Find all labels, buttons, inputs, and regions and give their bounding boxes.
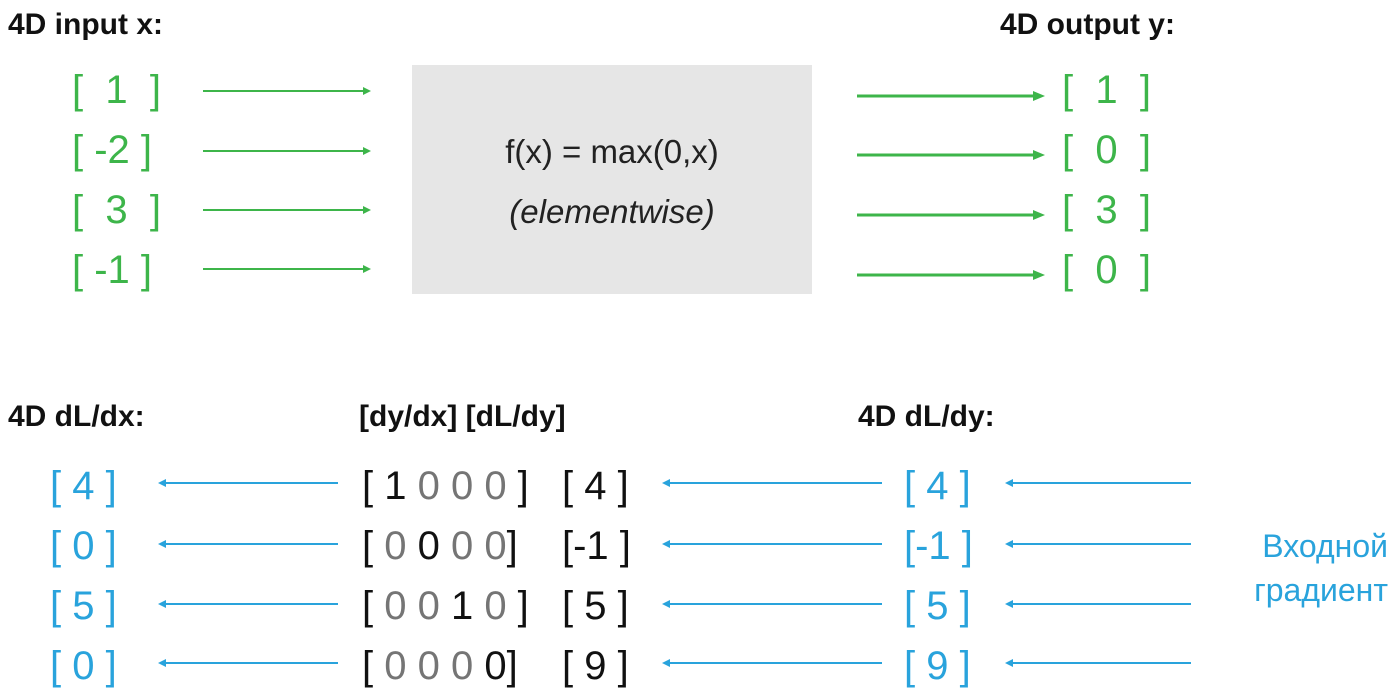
jacobian-row: [ 0 0 0 0]	[362, 646, 518, 686]
input-value: [ 3 ]	[72, 188, 161, 232]
dx-value: [ 5 ]	[50, 584, 117, 628]
open-bracket: [	[362, 464, 385, 508]
dy-value: [ 4 ]	[904, 464, 971, 508]
jacobian-heading: [dy/dx] [dL/dy]	[359, 400, 566, 433]
jacobian-row: [ 0 0 0 0]	[362, 526, 518, 566]
backward-arrow	[158, 540, 338, 548]
function-label: f(x) = max(0,x)	[505, 133, 719, 170]
jacobian-cell-active: 0	[417, 524, 451, 568]
dx-value: [ 0 ]	[50, 644, 117, 688]
dx-value: [ 4 ]	[50, 464, 117, 508]
jacobian-cell-active: 1	[450, 584, 485, 628]
upstream-arrow	[1005, 479, 1191, 487]
dy-value: [ 9 ]	[904, 644, 971, 688]
upstream-arrow	[1005, 540, 1191, 548]
input-value: [ -2 ]	[72, 128, 153, 172]
dy-value: [-1 ]	[904, 524, 973, 568]
forward-arrow	[857, 270, 1045, 280]
function-note: (elementwise)	[509, 193, 715, 230]
dy-value: [ 5 ]	[904, 584, 971, 628]
upstream-gradient-label-line1: Входной	[1262, 528, 1388, 564]
backward-arrow	[662, 540, 882, 548]
open-bracket: [	[362, 644, 385, 688]
jacobian-cell-inactive: 0	[450, 464, 485, 508]
close-bracket: ]	[506, 644, 518, 688]
dy-heading: 4D dL/dy:	[858, 400, 995, 433]
upstream-arrow	[1005, 659, 1191, 667]
jacobian-cell-active: 0	[484, 644, 507, 688]
forward-arrow	[857, 150, 1045, 160]
close-bracket: ]	[506, 524, 518, 568]
jacobian-cell-inactive: 0	[450, 644, 485, 688]
forward-arrow	[857, 91, 1045, 101]
jacobian-cell-inactive: 0	[384, 584, 418, 628]
backward-arrow	[158, 600, 338, 608]
upstream-gradient-label-line2: градиент	[1254, 572, 1388, 608]
dx-heading: 4D dL/dx:	[8, 400, 145, 433]
jacobian-cell-inactive: 0	[484, 584, 507, 628]
backward-arrow	[662, 659, 882, 667]
relu-function-box: f(x) = max(0,x) (elementwise)	[412, 65, 812, 294]
jacobian-row: [ 1 0 0 0 ]	[362, 466, 529, 506]
forward-arrow	[203, 147, 371, 155]
backward-arrow	[158, 479, 338, 487]
jacobian-cell-inactive: 0	[484, 464, 507, 508]
input-value: [ 1 ]	[72, 68, 161, 112]
jacobian-row: [ 0 0 1 0 ]	[362, 586, 529, 626]
close-bracket: ]	[506, 464, 529, 508]
open-bracket: [	[362, 584, 385, 628]
output-value: [ 0 ]	[1062, 248, 1151, 292]
input-heading: 4D input x:	[8, 8, 163, 41]
upstream-gradient-value: [ 5 ]	[562, 584, 629, 628]
close-bracket: ]	[506, 584, 529, 628]
backward-arrow	[158, 659, 338, 667]
open-bracket: [	[362, 524, 385, 568]
jacobian-cell-active: 1	[384, 464, 418, 508]
backward-arrow	[662, 600, 882, 608]
upstream-gradient-value: [-1 ]	[562, 524, 631, 568]
output-value: [ 3 ]	[1062, 188, 1151, 232]
dx-value: [ 0 ]	[50, 524, 117, 568]
forward-arrow	[203, 265, 371, 273]
upstream-gradient-value: [ 4 ]	[562, 464, 629, 508]
jacobian-cell-inactive: 0	[450, 524, 485, 568]
output-value: [ 1 ]	[1062, 68, 1151, 112]
jacobian-cell-inactive: 0	[417, 464, 451, 508]
output-value: [ 0 ]	[1062, 128, 1151, 172]
upstream-gradient-value: [ 9 ]	[562, 644, 629, 688]
output-heading: 4D output y:	[1000, 8, 1175, 41]
forward-arrow	[203, 206, 371, 214]
jacobian-cell-inactive: 0	[417, 644, 451, 688]
jacobian-cell-inactive: 0	[417, 584, 451, 628]
forward-arrow	[857, 210, 1045, 220]
backward-arrow	[662, 479, 882, 487]
upstream-arrow	[1005, 600, 1191, 608]
forward-arrow	[203, 87, 371, 95]
jacobian-cell-inactive: 0	[484, 524, 507, 568]
input-value: [ -1 ]	[72, 248, 153, 292]
jacobian-cell-inactive: 0	[384, 524, 418, 568]
jacobian-cell-inactive: 0	[384, 644, 418, 688]
